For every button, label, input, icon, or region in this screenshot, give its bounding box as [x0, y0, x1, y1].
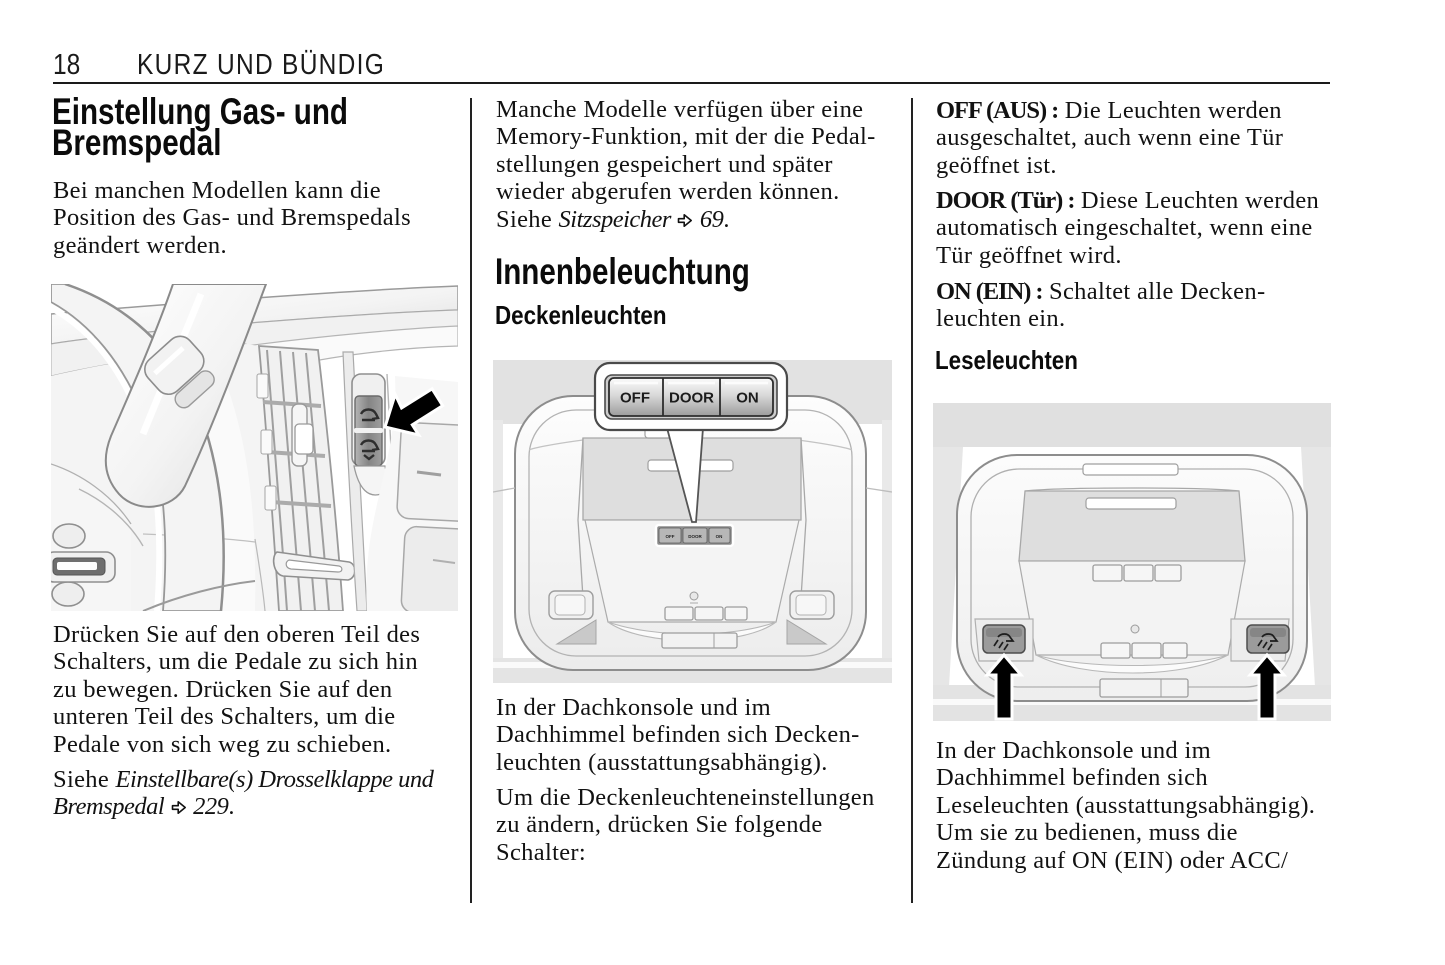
svg-text:OFF: OFF [620, 390, 650, 407]
svg-text:DOOR: DOOR [669, 390, 714, 407]
svg-text:OFF: OFF [666, 534, 675, 539]
svg-text:ON: ON [716, 534, 723, 539]
svg-text:DOOR: DOOR [688, 534, 702, 539]
svg-text:ON: ON [736, 390, 759, 407]
